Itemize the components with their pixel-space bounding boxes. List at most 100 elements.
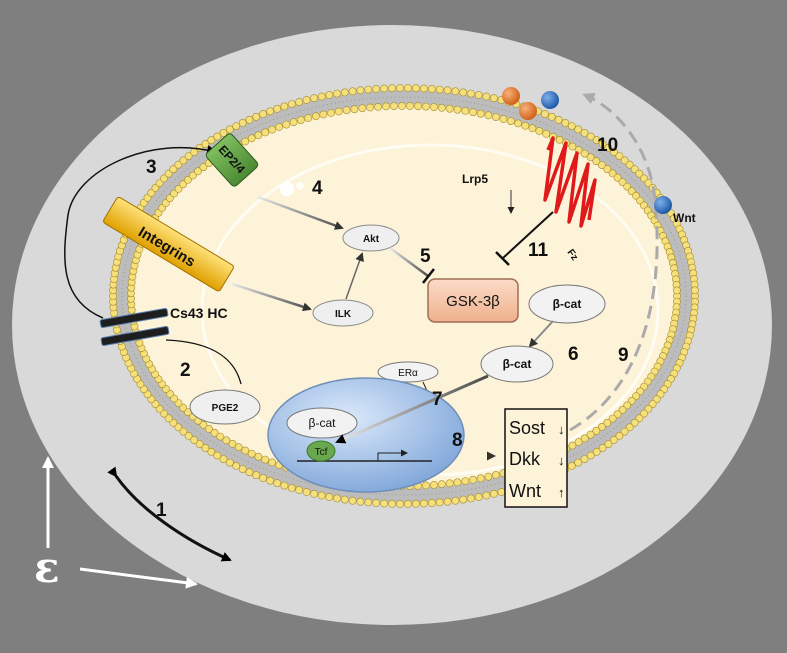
step-number-6: 6: [568, 344, 579, 365]
lipid-head: [476, 109, 485, 118]
lipid-head: [625, 160, 634, 169]
lipid-head: [169, 165, 178, 174]
lipid-head: [443, 86, 452, 95]
lipid-head: [574, 125, 583, 134]
lipid-head: [625, 423, 634, 432]
akt-inhibits-gsk-bar: [422, 268, 435, 284]
lipid-head: [396, 84, 404, 92]
step-number-10: 10: [597, 135, 618, 156]
bcat-oval-2: [480, 345, 554, 383]
lipid-head: [310, 489, 318, 498]
cs43-label: Cs43 HC: [170, 305, 228, 321]
lipid-head: [598, 161, 606, 169]
lipid-head: [586, 132, 595, 141]
lipid-head: [275, 123, 284, 131]
lipid-head: [608, 414, 617, 423]
lipid-head: [427, 499, 436, 507]
lipid-head: [620, 427, 629, 436]
bcat-to-nucleus-arrow: [335, 374, 489, 444]
lipid-head: [691, 286, 699, 295]
target-genes-list: Sost↓Dkk↓Wnt↑: [509, 418, 565, 501]
lipid-head: [252, 471, 261, 480]
ilk-to-akt-arrow: [345, 252, 364, 300]
lipid-head: [210, 428, 219, 437]
lipid-head: [234, 443, 243, 452]
ligand-ball-orange-1: [502, 87, 520, 105]
lipid-head: [350, 105, 359, 114]
lipid-head: [325, 91, 334, 99]
lipid-head: [437, 103, 446, 112]
lipid-head: [506, 117, 515, 125]
lipid-head: [259, 474, 267, 482]
lipid-head: [333, 89, 341, 98]
lipid-head: [567, 122, 576, 130]
lipid-head: [179, 180, 187, 189]
lipid-head: [554, 115, 563, 124]
lipid-head: [474, 91, 483, 99]
lipid-head: [429, 103, 438, 111]
lipid-head: [618, 178, 627, 186]
lipid-head: [499, 115, 508, 123]
lipid-head: [567, 461, 576, 470]
lipid-head: [435, 85, 444, 94]
lipid-head: [184, 431, 193, 440]
lipid-head: [618, 405, 627, 414]
lipid-head: [254, 131, 263, 140]
lipid-head: [461, 477, 470, 485]
lipid-head: [608, 169, 617, 178]
lipid-head: [207, 447, 216, 456]
lipid-head: [317, 92, 326, 101]
akt-oval: [342, 224, 400, 252]
lipid-head: [319, 110, 328, 119]
lipid-head: [535, 127, 544, 135]
lipid-head: [469, 108, 477, 117]
lipid-head: [317, 491, 326, 500]
lipid-head: [302, 488, 311, 496]
lipid-head: [574, 438, 583, 446]
lipid-head: [259, 110, 267, 118]
feedback-dashed-arrow: [569, 93, 659, 432]
lipid-head: [340, 495, 349, 504]
lipid-head: [635, 169, 644, 178]
lipid-head: [491, 113, 500, 121]
lipid-head: [398, 102, 406, 110]
lipid-head: [219, 128, 228, 137]
lipid-head: [232, 461, 241, 470]
lipid-head: [348, 87, 357, 96]
lipid-head: [561, 119, 570, 127]
lipid-head: [445, 479, 454, 488]
lipid-head: [598, 444, 607, 452]
lipid-head: [268, 458, 276, 467]
lipid-head: [261, 128, 270, 137]
lipid-head: [630, 165, 639, 174]
ilk-label: ILK: [335, 309, 352, 320]
lipid-head: [580, 434, 589, 443]
lipid-head: [604, 143, 613, 152]
lipid-head: [304, 114, 313, 122]
lipid-head: [474, 493, 483, 501]
step-number-9: 9: [618, 345, 629, 366]
tcf-label: Tcf: [315, 447, 328, 458]
lipid-head: [183, 175, 192, 184]
lipid-head: [213, 451, 222, 460]
lipid-head: [445, 104, 454, 113]
lipid-head: [160, 174, 168, 183]
lipid-head: [476, 474, 485, 483]
lipid-head: [302, 96, 311, 104]
lipid-head: [435, 498, 444, 507]
pge2-label: PGE2: [212, 403, 239, 414]
lipid-head: [184, 152, 193, 160]
lipid-head: [592, 447, 601, 456]
lipid-head: [334, 107, 343, 116]
lipid-head: [282, 120, 291, 129]
lipid-head: [404, 500, 412, 508]
lipid-head: [514, 119, 522, 128]
lipid-head: [443, 497, 452, 506]
lipid-head: [266, 107, 274, 116]
lipid-head: [245, 115, 254, 124]
wnt-ligand-ball: [654, 196, 672, 214]
lipid-head: [358, 104, 367, 113]
step-number-7: 7: [432, 389, 443, 410]
lipid-head: [406, 102, 414, 110]
pge2-release-curve: [165, 339, 242, 385]
